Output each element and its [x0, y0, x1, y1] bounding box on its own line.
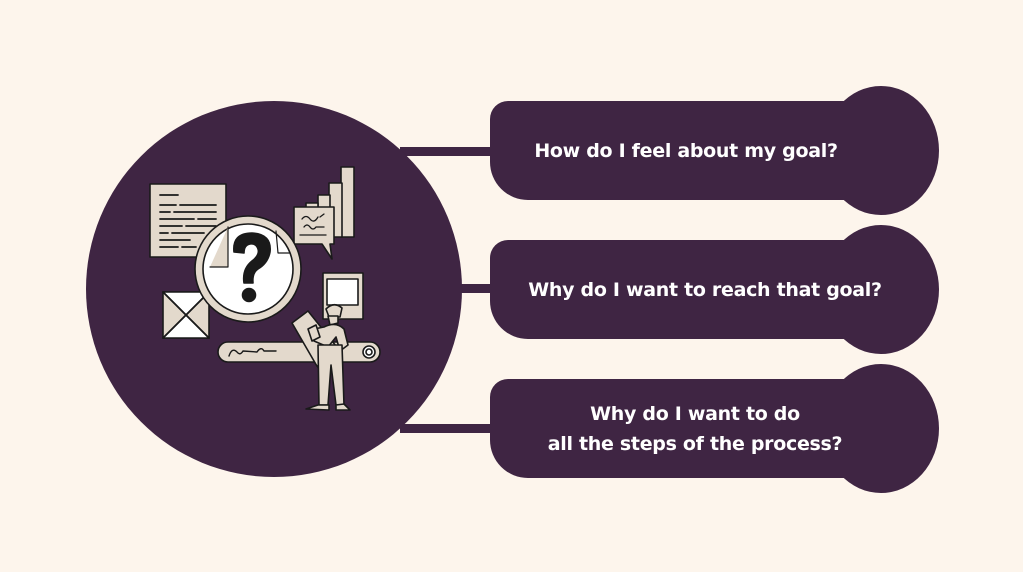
connector-1	[400, 147, 495, 156]
connector-3	[400, 424, 495, 433]
document-icon	[149, 183, 227, 258]
question-3-text: Why do I want to do all the steps of the…	[547, 402, 843, 455]
question-card-3: Why do I want to do all the steps of the…	[490, 379, 870, 478]
connector-2	[440, 284, 495, 293]
magnifier-illustration	[149, 166, 381, 411]
search-bar-icon	[217, 341, 381, 363]
question-2-text: Why do I want to reach that goal?	[528, 278, 882, 301]
question-card-2: Why do I want to reach that goal?	[490, 240, 882, 339]
question-card-1: How do I feel about my goal?	[490, 101, 870, 200]
question-mark-icon	[233, 232, 271, 303]
person-icon	[305, 303, 351, 411]
image-placeholder-icon	[162, 291, 210, 339]
chat-bubble-icon	[293, 206, 335, 260]
question-1-text: How do I feel about my goal?	[534, 139, 838, 162]
